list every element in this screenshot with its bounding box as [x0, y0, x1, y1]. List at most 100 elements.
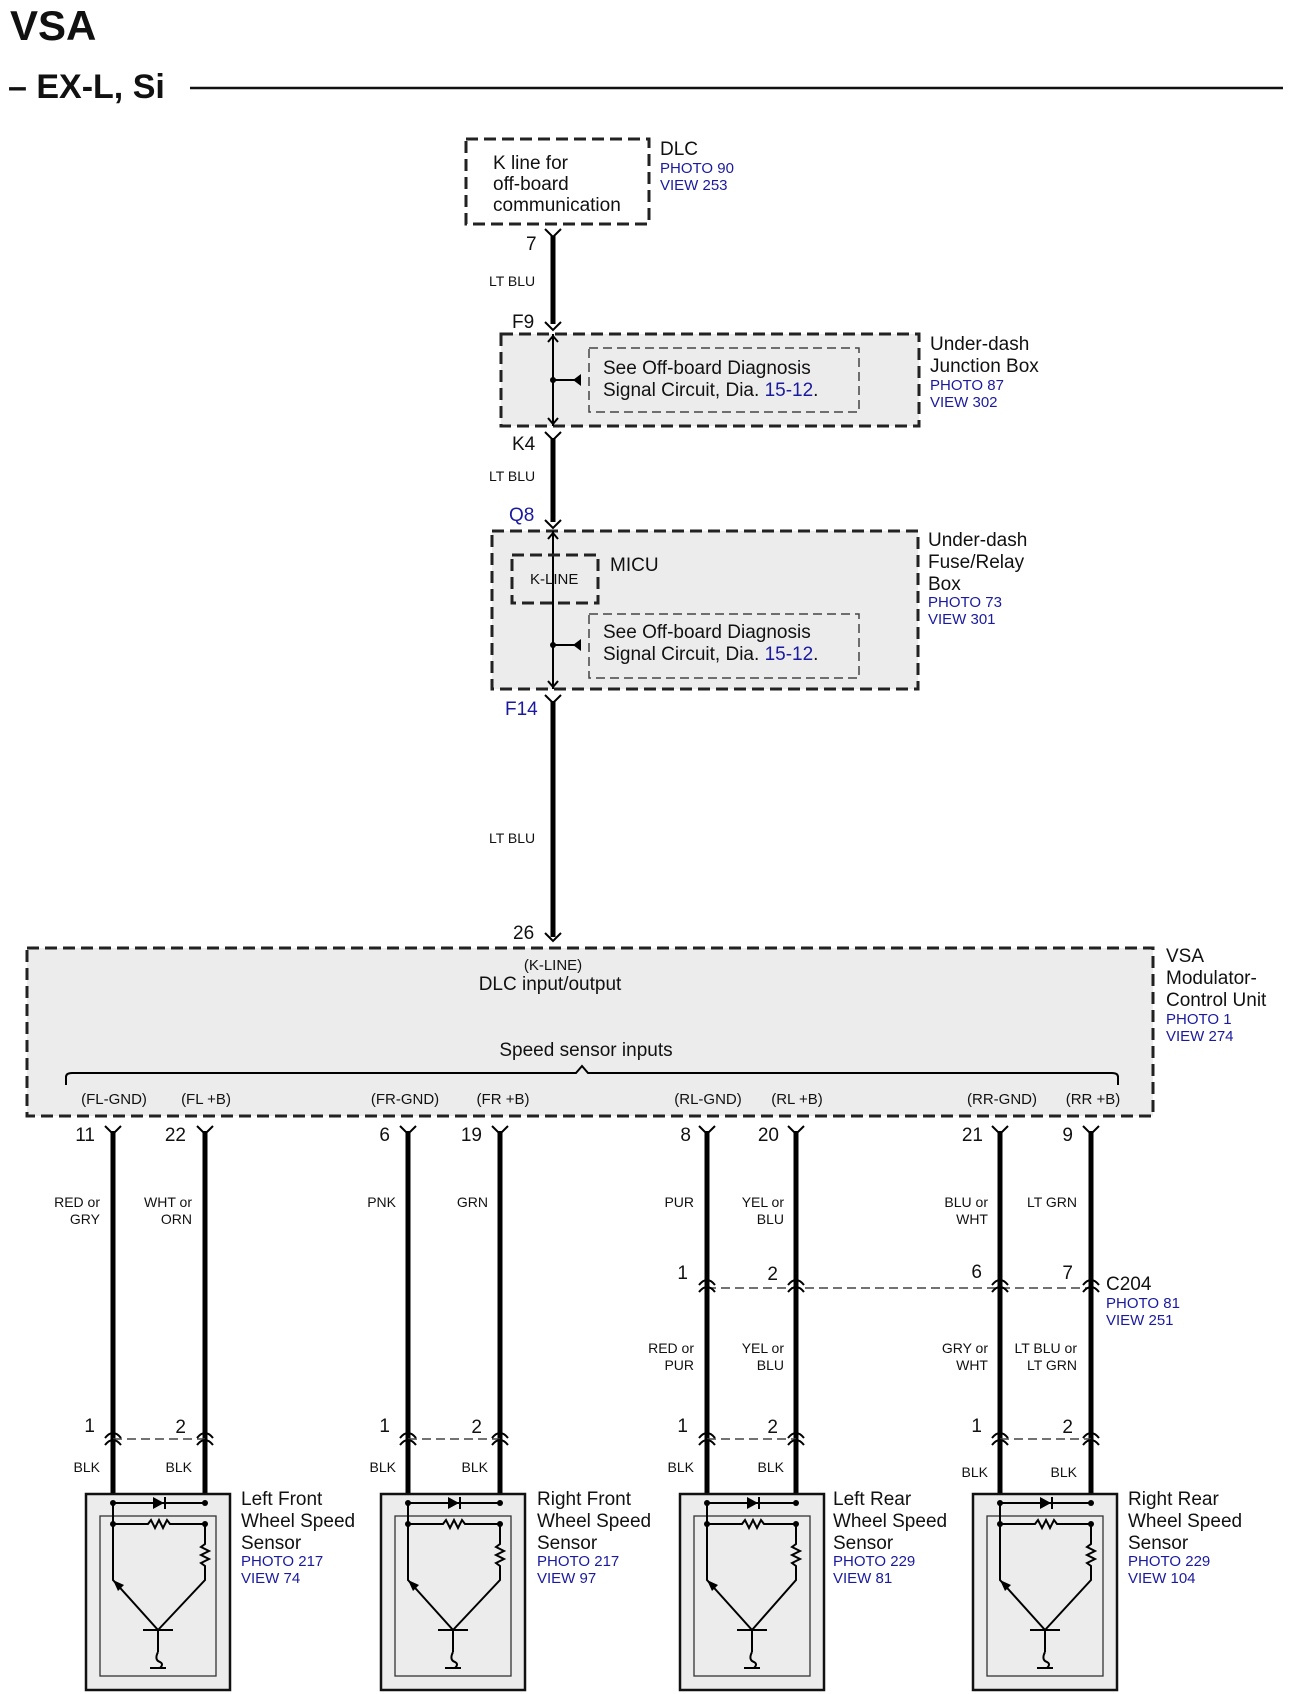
fr-diode-icon — [448, 1497, 459, 1509]
fr-transistor-icon — [407, 1503, 454, 1652]
rr-sensor-b-sep — [1082, 1432, 1100, 1446]
vsa-view: VIEW 274 — [1166, 1028, 1234, 1045]
fuse-note-line-2: Signal Circuit, Dia. 15-12. — [603, 644, 818, 665]
rl-resistor-icon — [707, 1517, 796, 1531]
fl-b-label: (FL +B) — [181, 1091, 231, 1108]
dlc-view: VIEW 253 — [660, 177, 728, 194]
rr-gnd-label: (RR-GND) — [967, 1091, 1037, 1108]
fl-sensor-name-3: Sensor — [241, 1533, 302, 1554]
rl-sensor-b-wire: BLK — [758, 1459, 785, 1475]
vsa-kline-pin-socket — [544, 932, 562, 943]
rl-gnd-pin: 8 — [680, 1125, 691, 1146]
fr-sensor-view: VIEW 97 — [537, 1570, 596, 1587]
fl-b-pin: 22 — [165, 1125, 186, 1146]
dlc-pin: 7 — [526, 234, 537, 255]
rl-sensor-b-pin: 2 — [767, 1417, 778, 1438]
fuse-name-line-3: Box — [928, 574, 961, 595]
rl-b-wire2-color-1: YEL or — [742, 1340, 785, 1356]
rr-c204-b-sep — [1082, 1279, 1100, 1293]
fuse-note-ref[interactable]: 15-12 — [765, 644, 814, 665]
dlc-name: DLC — [660, 139, 698, 160]
fl-ground-icon — [150, 1651, 166, 1669]
jb-internal-arrow-up — [547, 334, 559, 343]
fuse-note-line-1: See Off-board Diagnosis — [603, 622, 811, 643]
rl-sensor-gnd-pin: 1 — [677, 1416, 688, 1437]
fuse-note-box — [588, 613, 860, 679]
rl-sensor-inner — [693, 1515, 811, 1677]
fl-sensor-b-pin: 2 — [175, 1417, 186, 1438]
fr-arrow-icon — [408, 1580, 419, 1591]
fuse-name-line-1: Under-dash — [928, 530, 1027, 551]
fl-transistor-icon — [112, 1503, 159, 1652]
vsa-name-line-2: Modulator- — [1166, 968, 1257, 989]
rl-sensor-box — [678, 1492, 826, 1692]
fr-b-wire-color-1: GRN — [457, 1194, 488, 1210]
fr-node-3 — [405, 1521, 411, 1527]
rl-sensor-photo: PHOTO 229 — [833, 1553, 915, 1570]
rl-gnd-wire2-color-1: RED or — [648, 1340, 694, 1356]
vsa-kline-label: DLC input/output — [479, 974, 622, 995]
channel-rr: (RR-GND) (RR +B) 21 9 BLU or WHT LT GRN … — [942, 1091, 1242, 1692]
rr-c204-b-pin: 7 — [1062, 1263, 1073, 1284]
junction-box: F9 See Off-board Diagnosis Signal Circui… — [499, 312, 1039, 455]
rr-sensor-gnd-wire: BLK — [962, 1464, 989, 1480]
rr-c204-gnd-sep — [991, 1279, 1009, 1293]
rl-sensor-name-1: Left Rear — [833, 1489, 912, 1510]
fuse-note-prefix: Signal Circuit, Dia. — [603, 644, 759, 665]
rr-sensor-b-pin: 2 — [1062, 1417, 1073, 1438]
micu-kline-label: K-LINE — [530, 571, 578, 588]
rr-c204-gnd-pin: 6 — [971, 1262, 982, 1283]
rl-sensor-name-2: Wheel Speed — [833, 1511, 947, 1532]
fl-gnd-wire-color-1: RED or — [54, 1194, 100, 1210]
rr-gnd-wire-color-1: BLU or — [944, 1194, 988, 1210]
rr-gnd-wire-color-2: WHT — [956, 1211, 988, 1227]
rl-node-2 — [793, 1500, 799, 1506]
rl-c204-gnd-pin: 1 — [677, 1263, 688, 1284]
dlc-box — [464, 137, 651, 226]
fr-b-label: (FR +B) — [477, 1091, 530, 1108]
rl-gnd-wire2-color-2: PUR — [664, 1357, 694, 1373]
rr-gnd-wire2-color-2: WHT — [956, 1357, 988, 1373]
page-title: VSA — [10, 2, 96, 49]
fr-node-2 — [497, 1500, 503, 1506]
jb-name-line-1: Under-dash — [930, 334, 1029, 355]
fr-sensor-b-wire: BLK — [462, 1459, 489, 1475]
jb-pin-top-socket — [544, 321, 562, 332]
rl-b-label: (RL +B) — [771, 1091, 823, 1108]
vsa-name-line-1: VSA — [1166, 946, 1204, 967]
fr-coil-icon — [452, 1524, 507, 1631]
fl-diode-icon — [153, 1497, 164, 1509]
jb-pin-bottom: K4 — [512, 434, 536, 455]
fl-gnd-wire-color-2: GRY — [70, 1211, 101, 1227]
rl-node-3 — [704, 1521, 710, 1527]
fl-node-3 — [110, 1521, 116, 1527]
jb-note-ref[interactable]: 15-12 — [765, 380, 814, 401]
vsa-kline-pin: 26 — [513, 923, 534, 944]
rr-sensor-name-1: Right Rear — [1128, 1489, 1219, 1510]
vsa-name-line-3: Control Unit — [1166, 990, 1267, 1011]
fuse-relay-box: Q8 K-LINE MICU See Off-board Diagnosis S… — [490, 505, 1027, 720]
dlc-connector: K line for off-board communication DLC P… — [464, 137, 734, 255]
fr-sensor-gnd-wire: BLK — [370, 1459, 397, 1475]
rr-ground-icon — [1037, 1651, 1053, 1669]
fl-b-wire-color-2: ORN — [161, 1211, 192, 1227]
rr-sensor-name-2: Wheel Speed — [1128, 1511, 1242, 1532]
vsa-unit: 26 (K-LINE) DLC input/output Speed senso… — [25, 923, 1267, 1118]
fl-sensor-inner — [99, 1515, 217, 1677]
rl-sensor-name-3: Sensor — [833, 1533, 894, 1554]
rl-c204-b-pin: 2 — [767, 1264, 778, 1285]
fuse-name-line-2: Fuse/Relay — [928, 552, 1025, 573]
dlc-box-line-3: communication — [493, 195, 621, 216]
fr-gnd-label: (FR-GND) — [371, 1091, 439, 1108]
rl-sensor-gnd-wire: BLK — [668, 1459, 695, 1475]
dlc-box-line-2: off-board — [493, 174, 569, 195]
channel-fr: (FR-GND) (FR +B) 6 19 PNK GRN 1 2 BLK BL… — [367, 1091, 651, 1692]
rr-b-wire-color-1: LT GRN — [1027, 1194, 1077, 1210]
jb-note-end: . — [813, 380, 818, 401]
dlc-photo: PHOTO 90 — [660, 160, 734, 177]
fl-sensor-gnd-pin: 1 — [84, 1416, 95, 1437]
rr-sensor-view: VIEW 104 — [1128, 1570, 1196, 1587]
rl-b-pin: 20 — [758, 1125, 779, 1146]
rr-sensor-gnd-sep — [991, 1432, 1009, 1446]
